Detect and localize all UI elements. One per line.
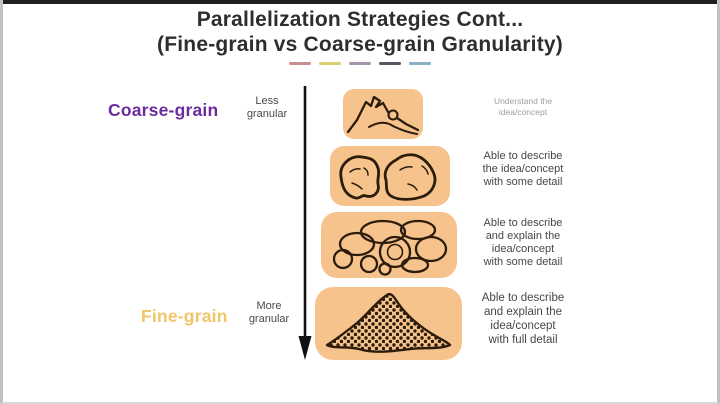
granularity-arrow [298,86,312,360]
row-2-description: Able to describe the idea/concept with s… [482,150,564,188]
rock-pile-sketch-icon [332,219,448,276]
title-underline-dashes [3,62,717,65]
slide-title-line1: Parallelization Strategies Cont... [196,8,524,31]
row-4-description: Able to describe and explain the idea/co… [481,292,565,346]
underline-dash-2 [319,62,341,65]
fine-grain-label: Fine-grain [141,306,228,326]
slide-title-line2: (Fine-grain vs Coarse-grain Granularity) [157,33,563,56]
underline-dash-3 [349,62,371,65]
two-boulders-sketch-icon [339,153,437,201]
coarse-grain-label: Coarse-grain [108,100,219,120]
granularity-box-3 [321,212,457,278]
top-border-bar [3,0,717,4]
mountain-sketch-icon [346,95,420,135]
sand-pile-sketch-icon [325,292,452,353]
more-granular-label: More granular [248,300,290,325]
underline-dash-5 [409,62,431,65]
granularity-box-4 [315,287,462,360]
granularity-box-2 [330,146,450,206]
row-3-description: Able to describe and explain the idea/co… [483,217,563,268]
granularity-box-1 [343,89,423,139]
row-1-description: Understand the idea/concept [493,96,553,117]
underline-dash-4 [379,62,401,65]
underline-dash-1 [289,62,311,65]
less-granular-label: Less granular [246,95,288,120]
